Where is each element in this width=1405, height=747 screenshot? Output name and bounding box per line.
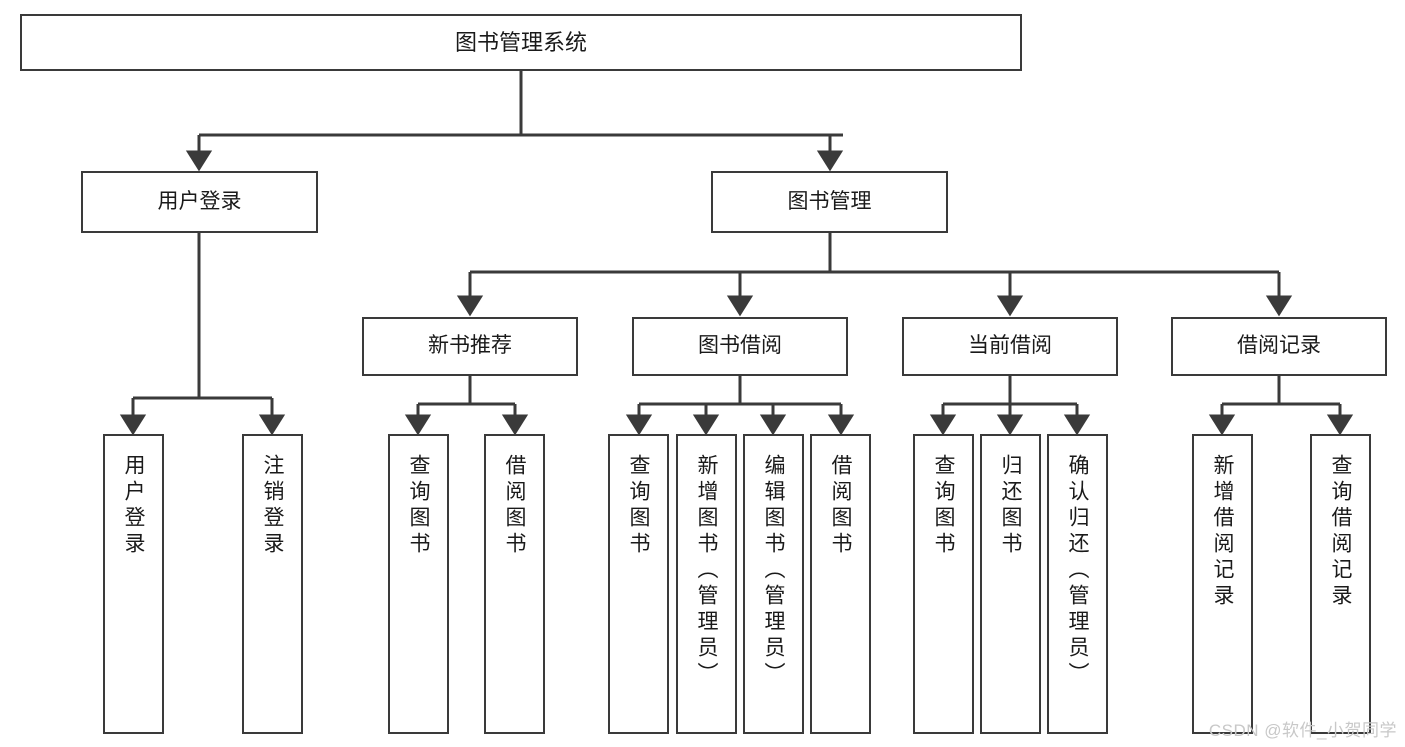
leaf-user-logout[interactable]: 注销登录 (242, 434, 303, 734)
node-root[interactable]: 图书管理系统 (20, 14, 1022, 71)
node-root-label: 图书管理系统 (454, 29, 587, 55)
leaf-borrow-edit-book-label: 编辑图书（管理员） (762, 454, 785, 688)
node-new-book-recommend[interactable]: 新书推荐 (362, 317, 578, 376)
node-borrow-record-label: 借阅记录 (1237, 334, 1321, 358)
node-user-login[interactable]: 用户登录 (81, 171, 318, 233)
leaf-current-query-book[interactable]: 查询图书 (913, 434, 974, 734)
leaf-borrow-query-book[interactable]: 查询图书 (608, 434, 669, 734)
node-borrow-record[interactable]: 借阅记录 (1171, 317, 1387, 376)
leaf-borrow-add-book-label: 新增图书（管理员） (695, 454, 718, 688)
leaf-record-add[interactable]: 新增借阅记录 (1192, 434, 1253, 734)
leaf-borrow-edit-book[interactable]: 编辑图书（管理员） (743, 434, 804, 734)
node-new-book-recommend-label: 新书推荐 (428, 334, 512, 358)
node-book-management-label: 图书管理 (787, 189, 872, 213)
node-current-borrow[interactable]: 当前借阅 (902, 317, 1118, 376)
leaf-borrow-borrow-book-label: 借阅图书 (829, 454, 852, 558)
leaf-borrow-query-book-label: 查询图书 (627, 454, 650, 558)
node-current-borrow-label: 当前借阅 (968, 334, 1052, 358)
node-book-borrow[interactable]: 图书借阅 (632, 317, 848, 376)
leaf-current-confirm-return-label: 确认归还（管理员） (1066, 454, 1089, 688)
leaf-current-query-book-label: 查询图书 (932, 454, 955, 558)
leaf-borrow-borrow-book[interactable]: 借阅图书 (810, 434, 871, 734)
leaf-current-confirm-return[interactable]: 确认归还（管理员） (1047, 434, 1108, 734)
leaf-user-login[interactable]: 用户登录 (103, 434, 164, 734)
leaf-recommend-query-book-label: 查询图书 (407, 454, 430, 558)
node-book-management[interactable]: 图书管理 (711, 171, 948, 233)
leaf-current-return-book-label: 归还图书 (999, 454, 1022, 558)
leaf-record-add-label: 新增借阅记录 (1211, 454, 1234, 610)
leaf-borrow-add-book[interactable]: 新增图书（管理员） (676, 434, 737, 734)
node-book-borrow-label: 图书借阅 (698, 334, 782, 358)
leaf-recommend-borrow-book[interactable]: 借阅图书 (484, 434, 545, 734)
leaf-user-logout-label: 注销登录 (261, 454, 284, 558)
leaf-recommend-query-book[interactable]: 查询图书 (388, 434, 449, 734)
leaf-user-login-label: 用户登录 (122, 454, 145, 558)
leaf-record-query-label: 查询借阅记录 (1329, 454, 1352, 610)
node-user-login-label: 用户登录 (157, 189, 242, 213)
leaf-current-return-book[interactable]: 归还图书 (980, 434, 1041, 734)
leaf-recommend-borrow-book-label: 借阅图书 (503, 454, 526, 558)
leaf-record-query[interactable]: 查询借阅记录 (1310, 434, 1371, 734)
